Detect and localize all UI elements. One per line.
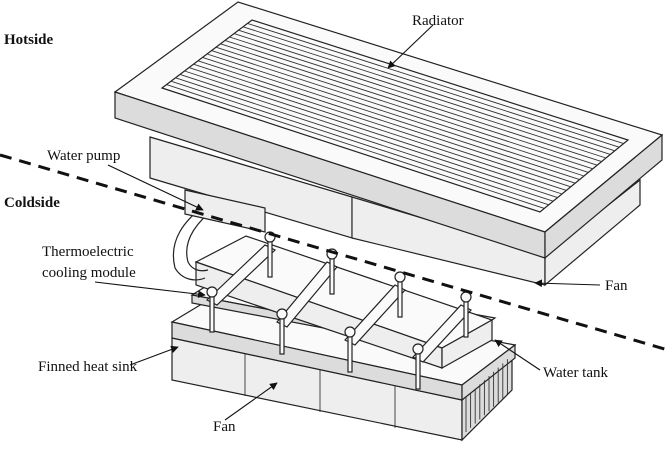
clamp-1: [205, 231, 277, 333]
clamp-bars: [205, 231, 472, 390]
radiator-fins: [166, 22, 624, 209]
radiator-fin: [193, 63, 571, 188]
leader-water-tank: [494, 339, 541, 371]
radiator-fin: [229, 36, 607, 159]
radiator-fin: [184, 70, 563, 195]
radiator-fin: [206, 53, 585, 177]
radiator-fin: [215, 46, 593, 170]
leader-finned-heat-sink: [129, 345, 179, 366]
radiator-fin: [175, 77, 554, 202]
label-finned-heat-sink: Finned heat sink: [38, 359, 138, 375]
leader-radiator: [387, 24, 434, 69]
clamp-bolt: [209, 291, 215, 333]
label-water-pump: Water pump: [47, 148, 120, 164]
clamp-bolt: [397, 276, 403, 318]
radiator-fin: [211, 50, 589, 173]
radiator-fin: [233, 33, 611, 155]
clamp-bolt: [463, 296, 469, 338]
clamp-2: [276, 248, 338, 355]
radiator-fin: [179, 73, 558, 199]
clamp-bolt: [267, 236, 273, 278]
label-thermoelectric-1: Thermoelectric: [42, 244, 134, 260]
radiator-fin-panel: [160, 19, 630, 213]
radiator-fin: [202, 56, 580, 181]
clamp-nut: [394, 271, 406, 283]
heat-sink-fins: [465, 359, 508, 432]
radiator-fin: [238, 29, 615, 152]
clamp-nut: [412, 343, 424, 355]
water-pipe: [172, 204, 206, 281]
clamp-bolt: [347, 331, 353, 373]
leader-fan-top: [534, 279, 601, 288]
radiator-fin: [188, 67, 567, 191]
radiator-assembly: [113, 1, 664, 287]
clamp-nut: [206, 286, 218, 298]
label-hotside: Hotside: [4, 32, 54, 48]
leader-water-pump: [107, 164, 204, 211]
label-fan-bottom: Fan: [213, 419, 236, 435]
radiator-fin: [224, 39, 602, 163]
clamp-nut: [344, 326, 356, 338]
clamp-nut: [276, 308, 288, 320]
cold-side-assembly: [170, 189, 517, 442]
clamp-4: [412, 291, 472, 390]
hot-cold-divider: [0, 153, 669, 352]
radiator-fin: [247, 22, 624, 145]
leader-thermoelectric: [94, 281, 206, 299]
radiator-right: [544, 133, 663, 260]
water-pump-body: [184, 189, 266, 233]
heat-sink-right: [461, 343, 516, 402]
radiator-fin: [197, 60, 576, 184]
label-coldside: Coldside: [4, 195, 60, 211]
clamp-bolt: [329, 253, 335, 295]
label-water-tank: Water tank: [543, 365, 609, 381]
radiator-fin: [242, 26, 620, 148]
radiator-fin: [166, 84, 545, 209]
label-fan-top: Fan: [605, 278, 628, 294]
clamp-3: [344, 271, 406, 373]
label-thermoelectric-2: cooling module: [42, 265, 136, 281]
water-tank-right: [441, 318, 493, 370]
water-pipe-inner: [186, 207, 216, 272]
clamp-bolt: [279, 313, 285, 355]
clamp-bolt: [415, 348, 421, 390]
leader-fan-bottom: [224, 382, 278, 421]
label-radiator: Radiator: [412, 13, 464, 29]
radiator-fin: [170, 80, 549, 206]
radiator-fin: [220, 43, 598, 166]
